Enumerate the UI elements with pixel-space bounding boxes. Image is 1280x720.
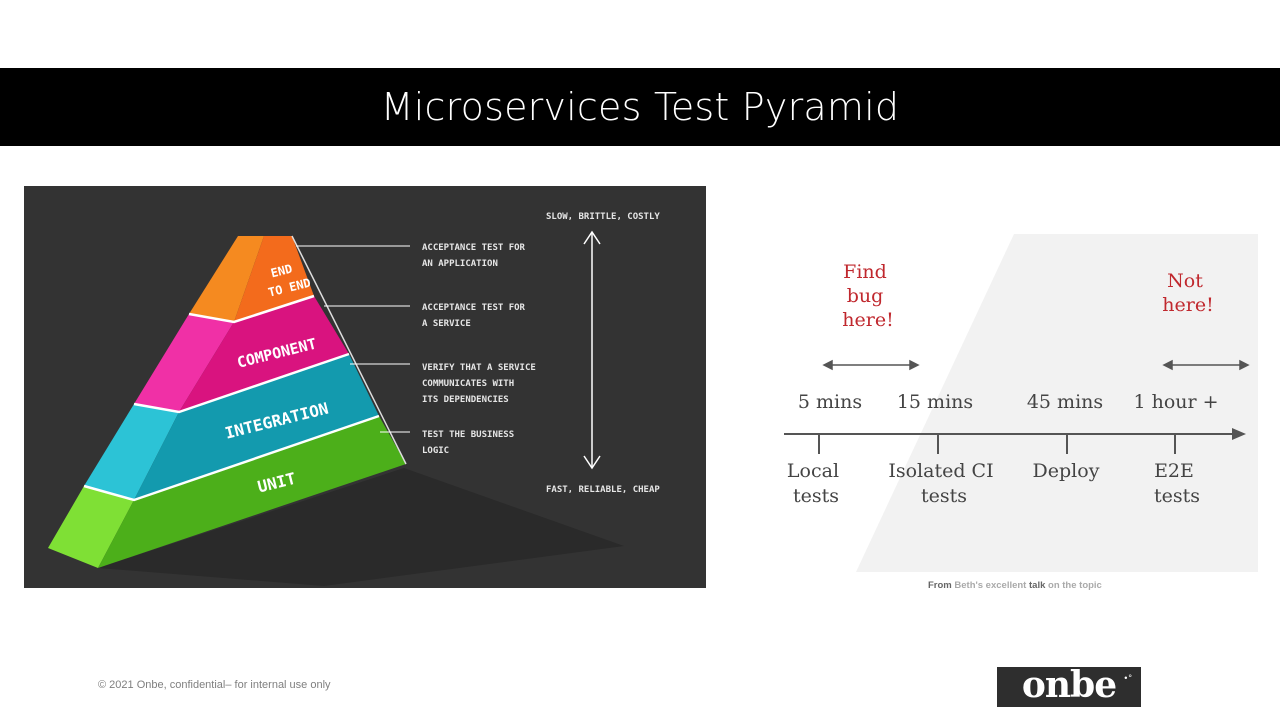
- slide-title: Microservices Test Pyramid: [380, 85, 900, 129]
- scale-arrow: [583, 230, 601, 470]
- duration-45-mins: 45 mins: [1027, 391, 1103, 413]
- timeline-graphic: Find bug here! Not here! 5 mins 15 mins …: [784, 234, 1258, 572]
- duration-5-mins: 5 mins: [798, 391, 862, 413]
- annotation-dependencies: VERIFY THAT A SERVICE COMMUNICATES WITH …: [422, 363, 541, 405]
- integration-layer-left: [84, 404, 179, 500]
- logo-text: onbe: [1021, 664, 1117, 706]
- component-layer-front: [179, 296, 349, 412]
- find-bug-label: Find bug here!: [842, 261, 893, 331]
- timeline-image: Find bug here! Not here! 5 mins 15 mins …: [772, 234, 1258, 572]
- integration-layer-front: [134, 354, 379, 500]
- not-here-label: Not here!: [1162, 270, 1213, 316]
- stage-local-tests: Local tests: [787, 460, 845, 507]
- caption-link[interactable]: Beth's excellent: [954, 580, 1027, 591]
- stage-deploy: Deploy: [1033, 460, 1100, 482]
- scale-top-label: SLOW, BRITTLE, COSTLY: [546, 212, 660, 222]
- unit-layer-front: [98, 416, 406, 568]
- pyramid-image: END TO END COMPONENT INTEGRATION UNIT AC…: [24, 186, 706, 588]
- caption-rest: on the topic: [1048, 580, 1102, 591]
- footer-copyright: © 2021 Onbe, confidential– for internal …: [98, 679, 331, 691]
- component-layer-left: [134, 314, 234, 412]
- duration-15-mins: 15 mins: [897, 391, 973, 413]
- scale-bottom-label: FAST, RELIABLE, CHEAP: [546, 485, 660, 495]
- e2e-layer-front: [234, 236, 314, 322]
- logo-dots-icon: •°: [1124, 673, 1133, 683]
- unit-layer-left: [48, 486, 134, 568]
- stage-e2e-tests: E2E tests: [1154, 460, 1200, 507]
- pyramid-shadow: [98, 468, 624, 586]
- e2e-layer-left: [189, 236, 264, 322]
- caption-talk[interactable]: talk: [1029, 580, 1046, 591]
- onbe-logo: onbe •°: [997, 667, 1141, 707]
- caption-from: From: [928, 580, 952, 591]
- timeline-caption: From Beth's excellent talk on the topic: [928, 580, 1102, 591]
- duration-1-hour: 1 hour +: [1133, 391, 1218, 413]
- stage-isolated-ci-tests: Isolated CI tests: [888, 460, 999, 507]
- annotation-application: ACCEPTANCE TEST FOR AN APPLICATION: [422, 243, 530, 269]
- pyramid-graphic: END TO END COMPONENT INTEGRATION UNIT AC…: [48, 212, 660, 586]
- grey-region: [856, 234, 1258, 572]
- title-bar: Microservices Test Pyramid: [0, 68, 1280, 146]
- annotation-business-logic: TEST THE BUSINESS LOGIC: [422, 430, 520, 456]
- annotation-service: ACCEPTANCE TEST FOR A SERVICE: [422, 303, 530, 329]
